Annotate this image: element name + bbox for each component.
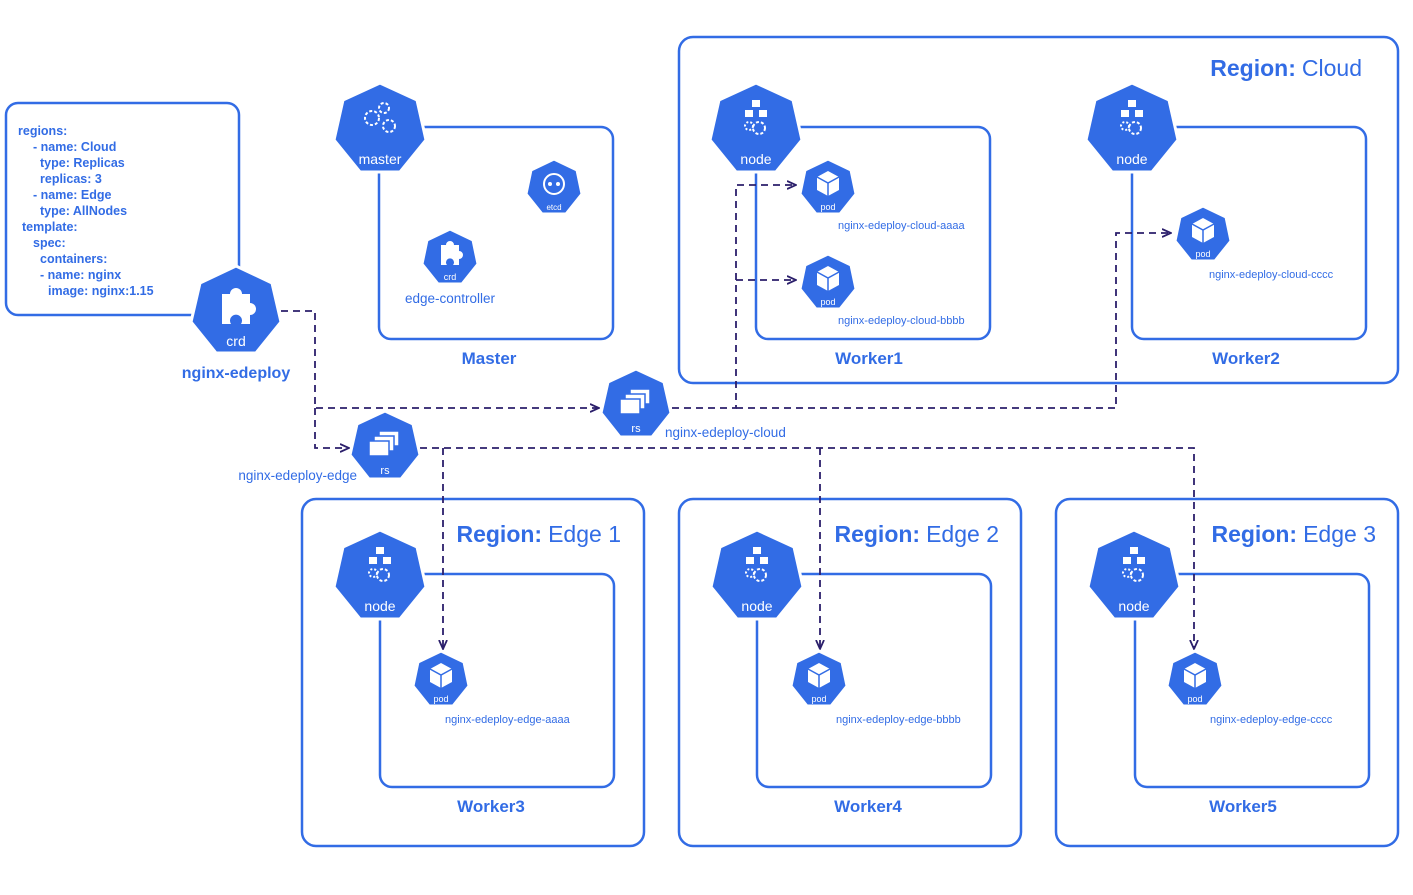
pod-icon: pod	[1173, 204, 1233, 263]
worker1-box	[754, 125, 992, 341]
etcd-icon-label: etcd	[546, 203, 561, 212]
node-icon-label: node	[1116, 151, 1147, 167]
pod-icon-label: pod	[1187, 694, 1202, 704]
region-name: Edge 1	[548, 521, 621, 547]
region-cloud-box	[677, 35, 1400, 385]
rs-edge-name: nginx-edeploy-edge	[238, 468, 357, 483]
region-edge2-box	[677, 497, 1023, 848]
worker1-label: Worker1	[835, 349, 903, 368]
worker1-node-icon: node	[708, 81, 804, 174]
worker4-label: Worker4	[834, 797, 902, 816]
spec-line: containers:	[40, 252, 107, 266]
worker4-box	[755, 572, 993, 789]
region-prefix: Region:	[1211, 521, 1297, 547]
spec-line: type: Replicas	[40, 156, 125, 170]
worker3-box	[378, 572, 616, 789]
connectors	[281, 185, 1194, 648]
worker5-node-icon: node	[1086, 528, 1182, 621]
node-icon-label: node	[741, 598, 772, 614]
pod-icon-label: pod	[1195, 249, 1210, 259]
worker2-label: Worker2	[1212, 349, 1280, 368]
edge-controller-name: edge-controller	[405, 291, 496, 306]
rs-edge-to-pod-edge-cccc-arrow	[420, 447, 1194, 648]
worker4-node-icon: node	[709, 528, 805, 621]
master-box	[377, 125, 615, 341]
region-name: Edge 3	[1303, 521, 1376, 547]
rs-cloud-name: nginx-edeploy-cloud	[665, 425, 786, 440]
region-cloud-title: Region:Cloud	[1210, 55, 1362, 81]
worker3-label: Worker3	[457, 797, 525, 816]
region-edge1-box	[300, 497, 646, 848]
region-edge3-box	[1054, 497, 1400, 848]
region-name: Edge 2	[926, 521, 999, 547]
region-prefix: Region:	[456, 521, 542, 547]
node-icon-label: node	[1118, 598, 1149, 614]
edge-controller-icon: crd	[420, 227, 480, 286]
crd-name: nginx-edeploy	[182, 365, 291, 382]
spec-line: - name: Edge	[33, 188, 112, 202]
region-edge2-title: Region:Edge 2	[834, 521, 999, 547]
spec-line: type: AllNodes	[40, 204, 127, 218]
pod-icon: pod	[798, 157, 858, 216]
pod-name: nginx-edeploy-cloud-aaaa	[838, 220, 965, 232]
worker3-node-icon: node	[332, 528, 428, 621]
spec-line: replicas: 3	[40, 172, 102, 186]
master-icon: master	[332, 81, 428, 174]
etcd-icon: etcd	[524, 157, 584, 216]
spec-line: - name: Cloud	[33, 140, 116, 154]
spec-line: template:	[22, 220, 78, 234]
worker5-label: Worker5	[1209, 797, 1277, 816]
master-box-label: Master	[462, 349, 517, 368]
region-name: Cloud	[1302, 55, 1362, 81]
pod-name: nginx-edeploy-cloud-cccc	[1209, 269, 1334, 281]
pod-name: nginx-edeploy-edge-aaaa	[445, 714, 571, 726]
pod-icon: pod	[1165, 649, 1225, 708]
crd-icon: crd	[189, 264, 283, 355]
spec-line: spec:	[33, 236, 66, 250]
rs-cloud-to-pod-aaaa-arrow	[672, 185, 795, 409]
worker5-box	[1133, 572, 1371, 789]
pod-icon: pod	[411, 649, 471, 708]
pod-name: nginx-edeploy-cloud-bbbb	[838, 315, 965, 327]
pod-icon-label: pod	[811, 694, 826, 704]
crd-spec-text: regions: - name: Cloud type: Replicas re…	[18, 124, 154, 298]
rs-icon-label: rs	[380, 465, 390, 477]
crd-to-rs-cloud-arrow	[281, 310, 598, 408]
rs-edge-icon: rs	[348, 409, 422, 481]
crd-to-rs-edge-arrow	[314, 408, 348, 448]
pod-icon-label: pod	[433, 694, 448, 704]
crd-icon-label: crd	[226, 333, 245, 349]
node-icon-label: node	[740, 151, 771, 167]
rs-cloud-icon: rs	[599, 367, 673, 439]
region-prefix: Region:	[834, 521, 920, 547]
pod-name: nginx-edeploy-edge-cccc	[1210, 714, 1333, 726]
rs-icon-label: rs	[631, 423, 641, 435]
pod-name: nginx-edeploy-edge-bbbb	[836, 714, 961, 726]
spec-line: regions:	[18, 124, 67, 138]
crd-spec-box	[4, 101, 241, 317]
node-icon-label: node	[364, 598, 395, 614]
pod-icon-label: pod	[820, 202, 835, 212]
region-edge3-title: Region:Edge 3	[1211, 521, 1376, 547]
region-edge1-title: Region:Edge 1	[456, 521, 621, 547]
region-prefix: Region:	[1210, 55, 1296, 81]
master-icon-label: master	[359, 151, 402, 167]
pod-icon: pod	[789, 649, 849, 708]
rs-cloud-to-pod-cccc-arrow	[736, 233, 1170, 409]
worker2-node-icon: node	[1084, 81, 1180, 174]
spec-line: - name: nginx	[40, 268, 121, 282]
edge-controller-icon-label: crd	[444, 272, 457, 282]
pod-icon: pod	[798, 252, 858, 311]
pod-icon-label: pod	[820, 297, 835, 307]
spec-line: image: nginx:1.15	[48, 284, 154, 298]
